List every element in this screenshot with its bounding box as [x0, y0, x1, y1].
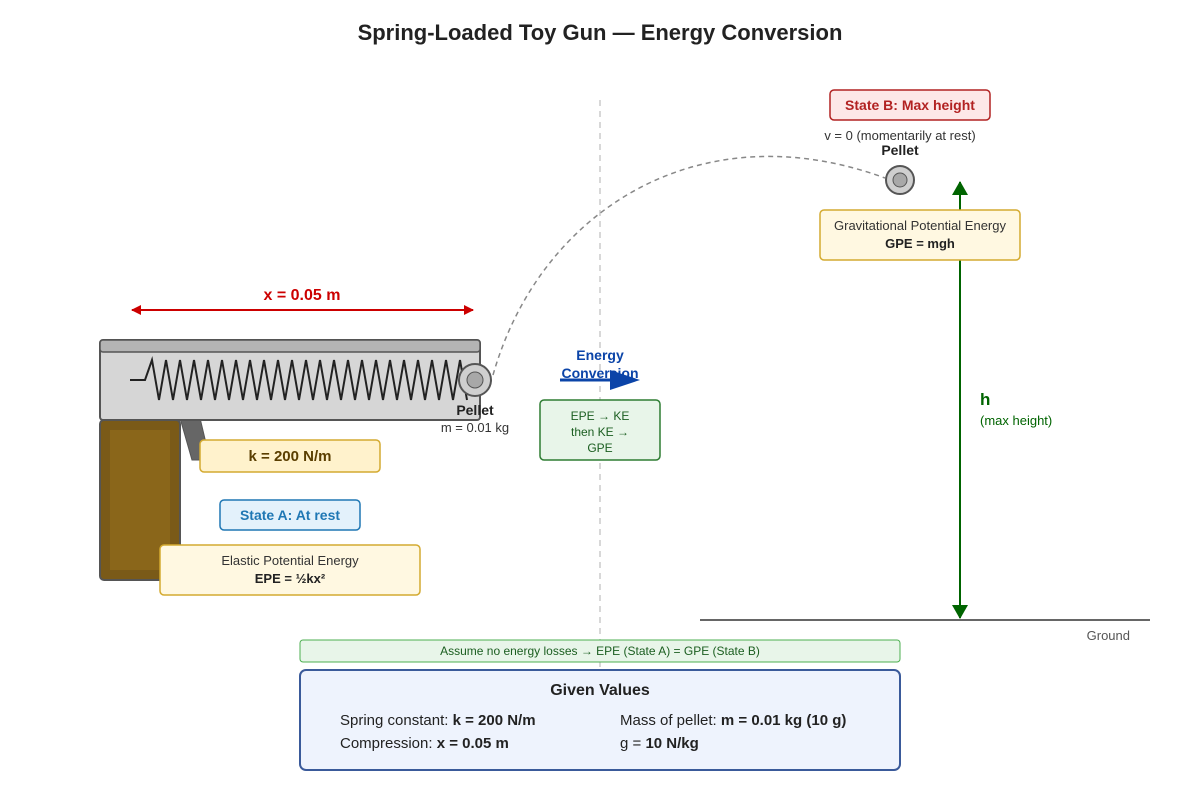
- given-g-prefix: g =: [620, 735, 645, 752]
- epe-name: Elastic Potential Energy: [221, 553, 359, 568]
- given-spring: Spring constant: k = 200 N/m: [340, 712, 536, 729]
- spring-constant-label: k = 200 N/m: [249, 448, 332, 465]
- conversion-title-line1: Energy: [576, 347, 624, 363]
- given-mass-value: m = 0.01 kg (10 g): [721, 712, 846, 729]
- velocity-note: v = 0 (momentarily at rest): [824, 128, 975, 143]
- gpe-formula: GPE = mgh: [885, 236, 955, 251]
- conversion-line1: EPE → KE: [571, 409, 630, 423]
- given-mass-prefix: Mass of pellet:: [620, 712, 721, 729]
- pellet-a-label: Pellet: [456, 402, 494, 418]
- epe-box: [159, 544, 421, 596]
- spring-constant-box: [199, 439, 381, 473]
- spring-coil: [130, 356, 468, 401]
- conversion-box: [539, 399, 661, 461]
- compression-label: x = 0.05 m: [264, 287, 341, 304]
- pellet-a-mass: m = 0.01 kg: [441, 420, 509, 435]
- given-compression: Compression: x = 0.05 m: [340, 735, 509, 752]
- height-symbol: h: [980, 390, 990, 409]
- given-g: g = 10 N/kg: [620, 735, 699, 752]
- state-b-label: State B: Max height: [845, 97, 975, 113]
- given-mass: Mass of pellet: m = 0.01 kg (10 g): [620, 712, 846, 729]
- gun-barrel: [99, 339, 481, 421]
- pellet-b-label: Pellet: [881, 142, 919, 158]
- conversion-line2: then KE →: [571, 425, 629, 439]
- given-g-value: 10 N/kg: [645, 735, 698, 752]
- epe-formula: EPE = ½kx²: [255, 571, 326, 586]
- ground-label: Ground: [1087, 628, 1130, 643]
- given-compression-prefix: Compression:: [340, 735, 437, 752]
- gpe-name: Gravitational Potential Energy: [834, 218, 1006, 233]
- given-spring-value: k = 200 N/m: [453, 712, 536, 729]
- conversion-arrow: [560, 370, 640, 390]
- assumption-text: Assume no energy losses → EPE (State A) …: [440, 644, 760, 658]
- state-a-label: State A: At rest: [240, 507, 340, 523]
- given-spring-prefix: Spring constant:: [340, 712, 453, 729]
- pellet-state-b: [885, 165, 915, 195]
- pellet-state-a: [458, 363, 492, 397]
- given-compression-value: x = 0.05 m: [437, 735, 509, 752]
- pellet-trajectory: [492, 155, 886, 376]
- height-note: (max height): [980, 413, 1052, 428]
- given-values-panel: [299, 669, 901, 771]
- state-a-badge: [219, 499, 361, 531]
- given-values-title: Given Values: [550, 682, 650, 699]
- conversion-line3: GPE: [587, 441, 612, 455]
- assumption-bar: [299, 639, 901, 663]
- page-title: Spring-Loaded Toy Gun — Energy Conversio…: [358, 20, 843, 45]
- gpe-box: [819, 209, 1021, 261]
- state-b-badge: [829, 89, 991, 121]
